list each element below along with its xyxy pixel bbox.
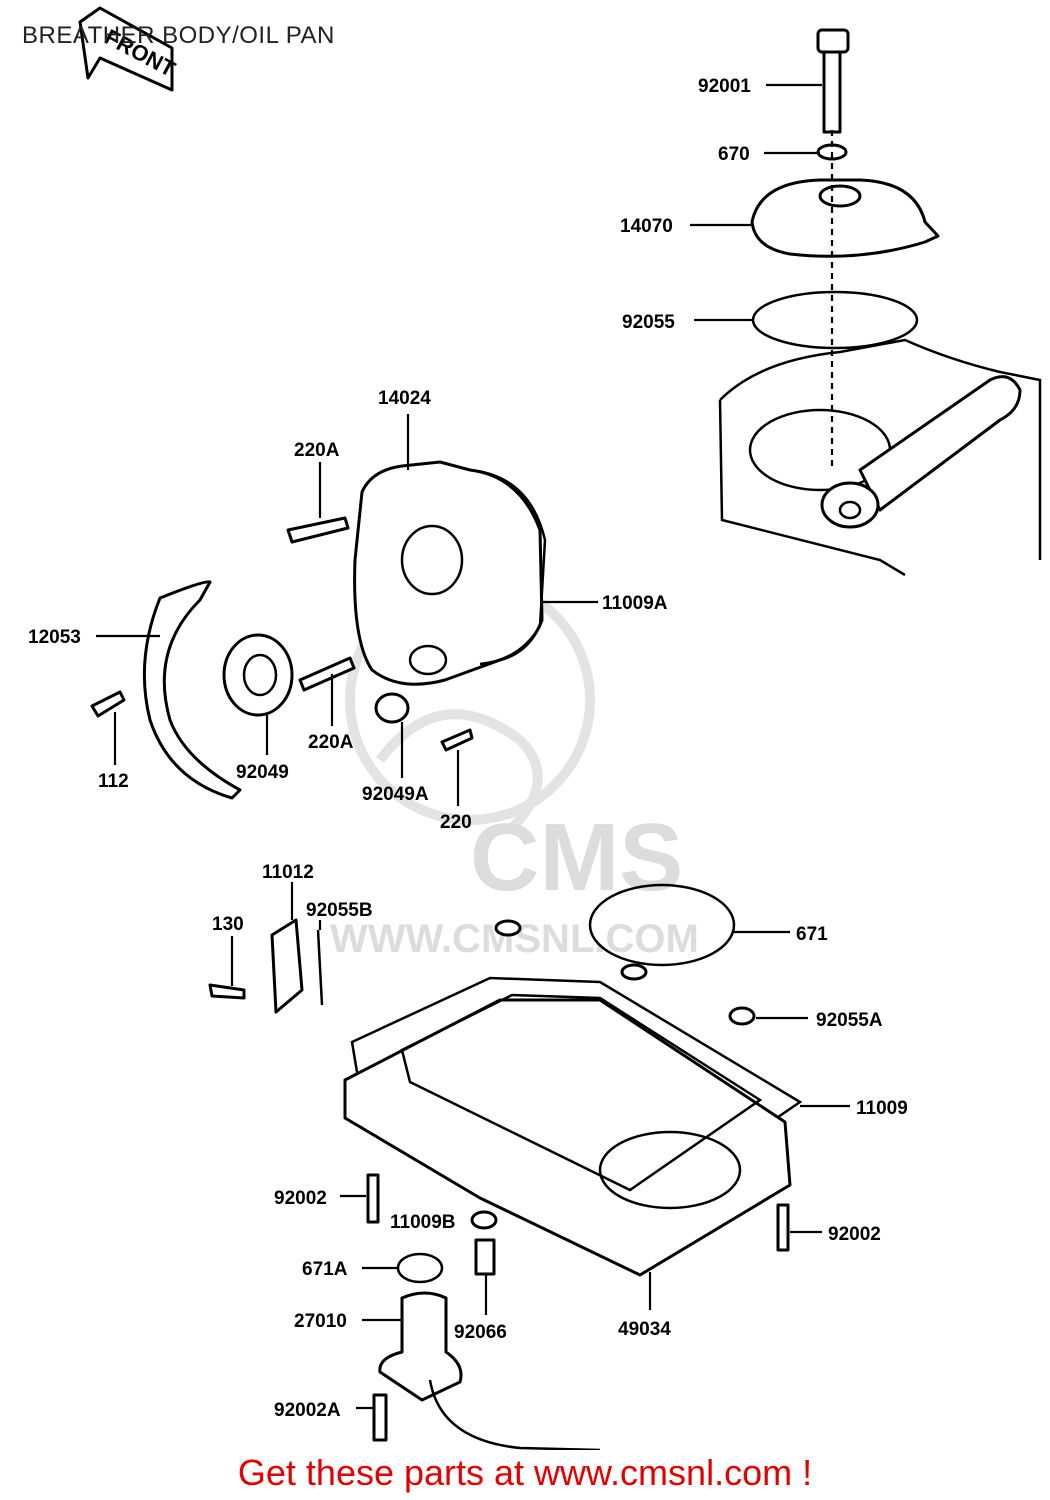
bolt-92001-head	[816, 28, 850, 54]
seal-92055A	[728, 1006, 756, 1026]
label-92002-right: 92002	[828, 1224, 881, 1245]
label-14070: 14070	[620, 216, 673, 237]
oring-671A	[396, 1252, 444, 1284]
label-92049A: 92049A	[362, 784, 429, 805]
label-92001: 92001	[698, 76, 751, 97]
label-671: 671	[796, 924, 828, 945]
oil-pan-49034-sump	[598, 1130, 742, 1210]
screw-112	[90, 690, 126, 718]
crankcase-outline	[718, 338, 1042, 577]
watermark: CMS WWW.CMSNL.COM	[330, 575, 699, 961]
oil-pan-49034-inner	[400, 993, 763, 1192]
oil-seal-92049A	[374, 692, 410, 724]
label-92055A: 92055A	[816, 1010, 883, 1031]
bolt-220A-bottom	[298, 656, 356, 692]
label-671A: 671A	[302, 1259, 348, 1280]
label-670: 670	[718, 144, 750, 165]
seal-small-1	[494, 919, 522, 937]
front-arrow-shape	[78, 6, 174, 92]
gasket-11009A	[469, 468, 547, 666]
oring-92055B	[316, 929, 324, 1006]
label-11009A: 11009A	[602, 593, 668, 614]
exploded-parts-diagram: CMS WWW.CMSNL.COM FRONT	[28, 6, 1042, 1450]
cover-14024-hole	[408, 644, 448, 676]
oil-pan-49034	[343, 998, 792, 1277]
cover-14024	[353, 460, 544, 686]
bolt-92002-left	[366, 1173, 380, 1224]
leader-lines	[96, 83, 850, 1410]
label-92055: 92055	[622, 312, 675, 333]
switch-27010-wire	[428, 1379, 601, 1450]
breather-cover-14070	[750, 178, 940, 258]
bolt-220A-top	[286, 516, 350, 544]
bolt-92002A	[372, 1393, 388, 1442]
part-labels: 92001 670 14070 92055 14024 220A 11009A …	[28, 76, 908, 1421]
switch-27010	[378, 1291, 463, 1402]
label-92055B: 92055B	[306, 900, 373, 921]
oil-seal-92049-inner	[242, 653, 278, 697]
bolt-220	[440, 728, 474, 752]
crankcase-boss	[820, 481, 880, 529]
crankcase-boss-hole	[838, 500, 862, 520]
bolt-92001-shank	[822, 50, 842, 134]
label-49034: 49034	[618, 1319, 671, 1340]
label-220A-top: 220A	[294, 440, 340, 461]
label-92049: 92049	[236, 762, 289, 783]
watermark-brand: CMS	[470, 804, 683, 911]
breather-cover-boss	[818, 184, 862, 208]
plate-11012	[270, 918, 304, 1014]
label-14024: 14024	[378, 388, 431, 409]
label-130: 130	[212, 914, 244, 935]
plug-92066	[474, 1238, 496, 1276]
oil-seal-92049	[222, 633, 294, 717]
breather-assembly	[718, 28, 1042, 577]
cover-14024-assembly	[90, 460, 547, 800]
gasket-11009B	[470, 1210, 498, 1230]
oring-92055	[751, 290, 919, 350]
label-92066: 92066	[454, 1322, 507, 1343]
footer-link[interactable]: Get these parts at www.cmsnl.com !	[237, 1452, 813, 1493]
label-220: 220	[440, 812, 472, 833]
label-112: 112	[98, 771, 129, 792]
label-11009: 11009	[856, 1098, 908, 1119]
bolt-92002-right	[776, 1203, 790, 1252]
seal-small-2	[620, 963, 648, 981]
watermark-figure	[376, 709, 543, 834]
diagram-title: BREATHER BODY/OIL PAN	[22, 22, 335, 49]
label-11012: 11012	[262, 862, 314, 883]
label-27010: 27010	[294, 1311, 347, 1332]
oring-671	[588, 883, 736, 967]
bolt-130	[208, 983, 246, 1000]
crankcase-shaft	[858, 375, 1022, 512]
oil-pan-assembly	[208, 883, 803, 1450]
label-11009B: 11009B	[390, 1212, 456, 1233]
label-12053: 12053	[28, 627, 81, 648]
cover-14024-seal-bore	[400, 524, 464, 596]
label-92002A: 92002A	[274, 1400, 341, 1421]
plate-12053	[142, 580, 242, 800]
label-92002-left: 92002	[274, 1188, 327, 1209]
label-220A-bottom: 220A	[308, 732, 354, 753]
